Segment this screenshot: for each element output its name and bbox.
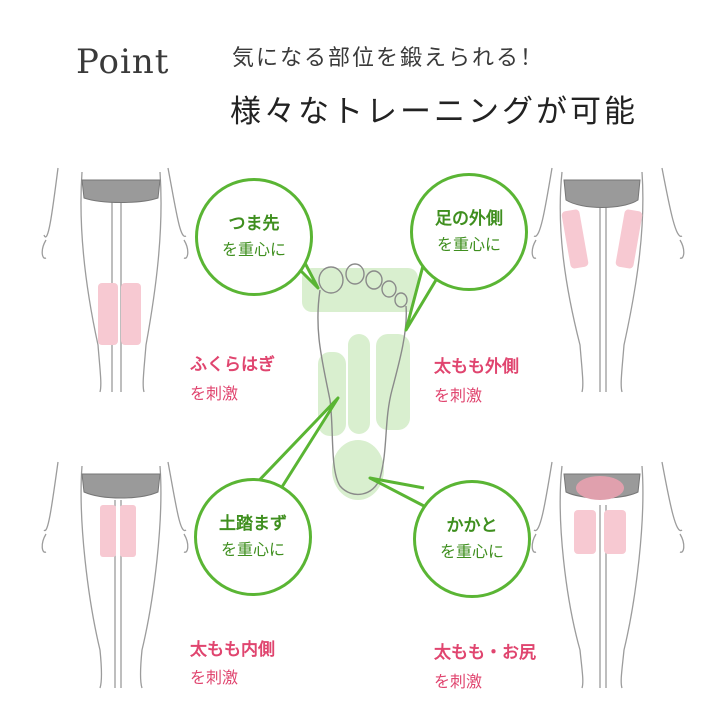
target-inner-thigh-stim: を刺激 [190, 668, 239, 687]
zone-toe [302, 268, 418, 312]
bubble-outer-sub: を重心に [436, 235, 501, 254]
bubble-outer-title: 足の外側 [435, 209, 503, 229]
muscle-highlight-inner-left [100, 505, 116, 557]
muscle-highlight-hip [576, 476, 624, 500]
target-thigh-hip-stim: を刺激 [434, 672, 483, 691]
target-calves-name: ふくらはぎ [190, 355, 275, 375]
target-outer-thigh-stim: を刺激 [434, 386, 483, 405]
subtitle: 気になる部位を鍛えられる！ [232, 46, 545, 71]
bubble-ball-title: 土踏まず [219, 514, 287, 534]
muscle-highlight-thigh-right [604, 510, 626, 554]
target-thigh-hip-name: 太もも・お尻 [434, 643, 536, 663]
bubble-ball-sub: を重心に [220, 540, 285, 559]
underwear-icon [81, 179, 161, 203]
muscle-highlight-calf-left [98, 283, 118, 345]
muscle-highlight-calf-right [121, 283, 141, 345]
target-inner-thigh-name: 太もも内側 [190, 640, 275, 660]
muscle-highlight-outer-left [561, 209, 589, 269]
underwear-icon [563, 179, 641, 208]
muscle-highlight-outer-right [615, 209, 643, 269]
main-title: 様々なトレーニングが可能 [230, 94, 638, 130]
underwear-icon [81, 473, 161, 499]
bubble-toe-title: つま先 [228, 214, 280, 234]
bubble-heel: かかと を重心に [413, 480, 531, 598]
point-label: Point [76, 42, 170, 82]
zone-outer [376, 334, 410, 430]
target-outer-thigh-name: 太もも外側 [434, 357, 519, 377]
bubble-outer: 足の外側 を重心に [410, 173, 528, 291]
bubble-heel-title: かかと [446, 516, 498, 536]
foot-outline-icon [317, 263, 408, 496]
leg-figure-outer-thigh [531, 167, 685, 393]
zone-heel [332, 440, 384, 500]
bubble-toe: つま先 を重心に [195, 178, 313, 296]
bubble-toe-sub: を重心に [221, 240, 286, 259]
zone-ball-right [348, 334, 370, 434]
muscle-highlight-inner-right [120, 505, 136, 557]
bubble-ball: 土踏まず を重心に [194, 478, 312, 596]
target-calves-stim: を刺激 [190, 384, 239, 403]
muscle-highlight-thigh-left [574, 510, 596, 554]
bubble-heel-sub: を重心に [439, 542, 504, 561]
